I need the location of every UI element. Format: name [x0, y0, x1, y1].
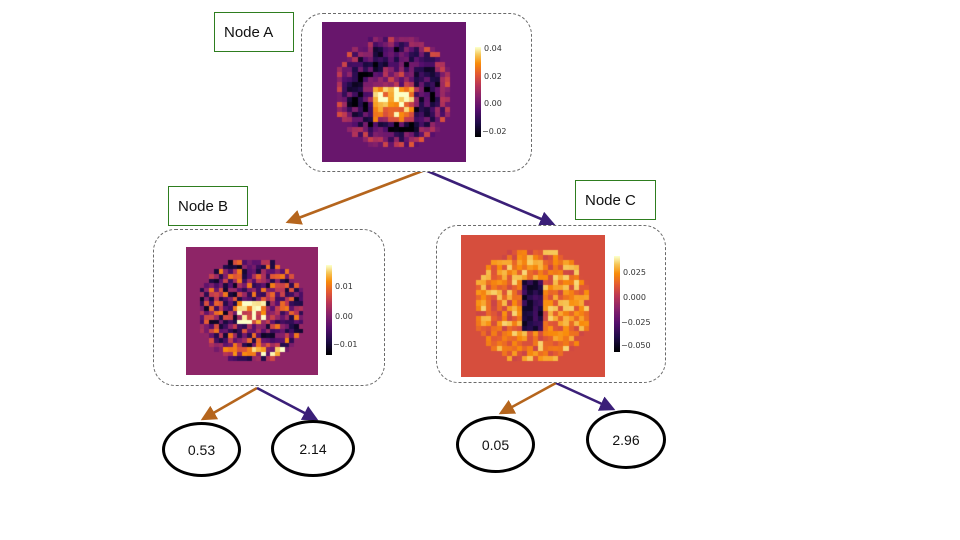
node-c-box: 0.025 0.000 −0.025 −0.050	[436, 225, 666, 383]
node-b-tick-1: 0.01	[335, 282, 353, 291]
edge-b-to-leaf-2	[256, 386, 319, 421]
edge-a-to-c	[424, 168, 556, 227]
edge-c-to-leaf-1	[498, 381, 557, 415]
edge-b-to-leaf-1	[200, 386, 258, 421]
node-a-tick-2: 0.02	[484, 72, 502, 81]
node-a-box: 0.04 0.02 0.00 −0.02	[301, 13, 532, 172]
node-a-label: Node A	[214, 12, 294, 52]
node-a-heatmap	[322, 22, 466, 162]
node-b-label: Node B	[168, 186, 248, 226]
edge-c-to-leaf-2	[555, 381, 616, 411]
node-c-tick-3: −0.025	[621, 318, 651, 327]
node-c-tick-1: 0.025	[623, 268, 646, 277]
node-a-tick-3: 0.00	[484, 99, 502, 108]
node-b-tick-2: 0.00	[335, 312, 353, 321]
node-b-heatmap	[186, 247, 318, 375]
node-b-colorbar	[326, 265, 332, 355]
node-b-box: 0.01 0.00 −0.01	[153, 229, 385, 386]
node-a-colorbar	[475, 47, 481, 137]
node-a-tick-1: 0.04	[484, 44, 502, 53]
node-c-heatmap	[461, 235, 605, 377]
node-c-label: Node C	[575, 180, 656, 220]
edge-a-to-b	[285, 168, 426, 225]
node-c-tick-2: 0.000	[623, 293, 646, 302]
leaf-value-4: 2.96	[586, 410, 666, 469]
leaf-value-3: 0.05	[456, 416, 535, 473]
node-b-tick-3: −0.01	[333, 340, 358, 349]
node-c-tick-4: −0.050	[621, 341, 651, 350]
node-c-colorbar	[614, 256, 620, 352]
leaf-value-1: 0.53	[162, 422, 241, 477]
node-a-tick-4: −0.02	[482, 127, 507, 136]
leaf-value-2: 2.14	[271, 420, 355, 477]
